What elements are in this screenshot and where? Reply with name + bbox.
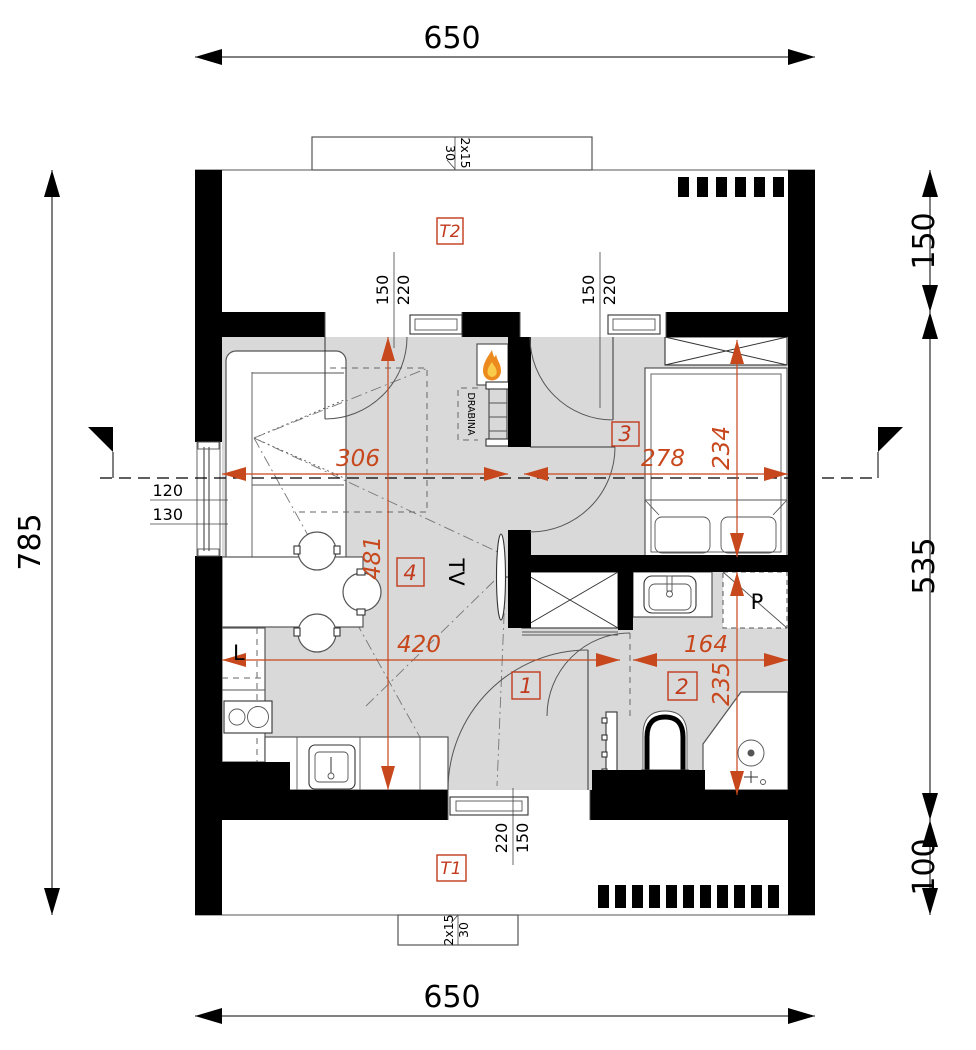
room-label-t1: T1 [440, 859, 461, 879]
wall-bath-stub [592, 770, 705, 790]
wardrobe-bedroom [664, 336, 788, 366]
wall-bottom-a [195, 790, 448, 820]
window-left-a: 120 [152, 481, 183, 500]
loft-ladder [457, 381, 511, 447]
wall-hall-bath-stub [618, 572, 633, 630]
dim-right-mid-label: 535 [907, 537, 942, 594]
terrace-t2-hatch [678, 177, 784, 197]
window-left [195, 441, 222, 557]
door-bedroom [529, 446, 616, 533]
tv-label: TV [444, 557, 468, 586]
bed [644, 367, 788, 559]
room-label-4: 4 [403, 561, 416, 585]
dim-bedroom-depth: 234 [709, 426, 735, 470]
fireplace [476, 343, 509, 386]
dining-table [221, 556, 364, 628]
washer-label: P [751, 590, 764, 614]
wall-living-bedroom-upper [508, 337, 531, 447]
window-top1-height: 220 [394, 275, 413, 306]
room-box-4 [396, 557, 425, 587]
dim-bottom: 650 [195, 980, 815, 1024]
dining-chairs [293, 531, 382, 653]
wall-top-a [195, 312, 325, 337]
ladder-label: DRABINA [465, 393, 476, 436]
room-label-t2: T2 [439, 222, 460, 242]
wardrobe-hall [521, 571, 619, 636]
room-box-2 [667, 671, 698, 701]
dim-living-width: 306 [336, 446, 380, 472]
dim-bottom-label: 650 [423, 980, 480, 1015]
dim-left: 785 [13, 170, 60, 915]
room-box-t2 [436, 217, 464, 245]
dim-top: 650 [195, 21, 815, 65]
room-box-1 [511, 671, 541, 700]
red-dimensions: 306 278 481 234 420 164 235 [222, 337, 788, 795]
wall-bottom-b [590, 790, 815, 820]
section-flag-right [878, 427, 903, 452]
dim-bedroom-width: 278 [641, 446, 685, 472]
toilet [641, 710, 689, 771]
door-bathroom [546, 632, 631, 717]
dim-bath-depth: 235 [709, 662, 735, 706]
section-flag-left [88, 427, 113, 452]
wall-top-c [666, 312, 815, 337]
fridge-label: L [233, 641, 245, 665]
terrace-door-living [324, 312, 463, 420]
stairs-top-rise: 30 [443, 145, 458, 161]
wall-top-b [462, 312, 520, 337]
stairs-top-leader [446, 137, 456, 170]
stairs-top-count: 2x15 [458, 137, 473, 168]
wall-living-hall [508, 530, 531, 628]
window-top2-height: 220 [600, 275, 619, 306]
kitchen-sink [308, 744, 356, 790]
interior-walls [508, 337, 788, 630]
stairs-bottom-count: 2x15 [441, 914, 456, 945]
window-top2-width: 150 [579, 275, 598, 306]
room-label-3: 3 [618, 422, 631, 446]
room-labels: T2 T1 4 1 2 3 [396, 217, 698, 882]
window-left-b: 130 [152, 505, 183, 524]
window-label-left: 120 130 [150, 481, 228, 525]
terrace-t1-hatch [598, 885, 779, 908]
stove [223, 700, 273, 734]
room-box-3 [611, 421, 640, 447]
dim-left-label: 785 [13, 513, 48, 570]
stairs-top-outline [311, 136, 593, 171]
bathroom-sink [632, 571, 713, 618]
kitchen-counter-bottom [264, 736, 449, 791]
dim-bath-width: 164 [684, 632, 728, 658]
window-label-bottom: 220 150 [492, 788, 532, 865]
wall-bedroom-bath [530, 555, 788, 572]
dim-right: 150 535 100 [907, 170, 942, 915]
stairs-bottom-rise: 30 [456, 922, 471, 938]
dim-top-label: 650 [423, 21, 480, 56]
tv [495, 533, 508, 621]
room-label-1: 1 [519, 674, 532, 698]
stairs-top-label: 30 2x15 [443, 137, 473, 168]
loft-outline [293, 367, 428, 513]
kitchen-counter-left [221, 627, 266, 763]
terrace-door-bedroom [519, 312, 667, 421]
dim-right-top-label: 150 [907, 212, 942, 269]
stairs-bottom-leader [450, 914, 459, 945]
dim-hall-width: 420 [397, 632, 441, 658]
room-box-t1 [436, 854, 467, 882]
dim-right-bottom-label: 100 [907, 838, 942, 895]
stairs-bottom-label: 2x15 30 [441, 914, 471, 945]
window-label-top1: 150 220 [373, 252, 413, 348]
window-bottom-width: 150 [513, 823, 532, 854]
window-top1-width: 150 [373, 275, 392, 306]
dim-living-height: 481 [360, 536, 386, 580]
washing-machine [722, 571, 788, 629]
terrace-door-hall [447, 649, 591, 820]
window-bottom-height: 220 [492, 823, 511, 854]
window-label-top2: 150 220 [579, 252, 619, 408]
room-label-2: 2 [675, 675, 688, 699]
